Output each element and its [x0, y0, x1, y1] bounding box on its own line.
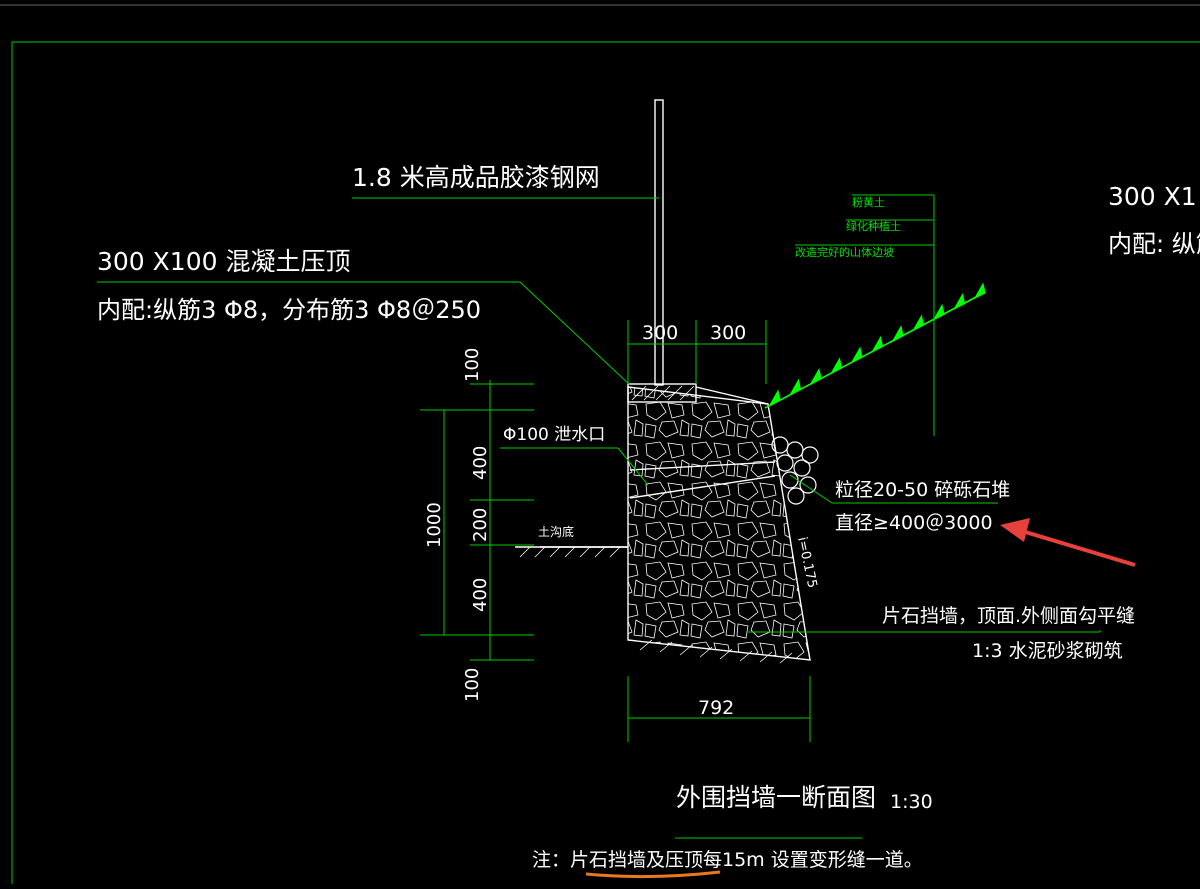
right-cut-title: 300 X1 [1108, 182, 1197, 211]
dim-bottom: 792 [698, 697, 734, 719]
leader-lines [97, 197, 1101, 839]
slope-vegetation-mark [850, 346, 863, 364]
soil-label-3: 改造完好的山体边坡 [795, 245, 894, 259]
dim-top-1: 300 [642, 322, 678, 344]
dim-left-5: 100 [462, 668, 483, 702]
fence-post [654, 99, 664, 386]
footnote: 注：片石挡墙及压顶每15m 设置变形缝一道。 [532, 849, 923, 871]
dim-left-2: 400 [470, 446, 491, 480]
slope-vegetation-mark [932, 303, 945, 321]
orange-underline-annotation [585, 870, 721, 879]
slope-vegetation-mark [809, 367, 822, 386]
gravel-line1: 粒径20-50 碎砾石堆 [835, 479, 1010, 501]
dim-left-3: 200 [470, 508, 491, 542]
dim-top-2: 300 [710, 322, 746, 344]
right-cut-rebar: 内配: 纵筋 [1108, 230, 1200, 258]
coping-rebar: 内配:纵筋3 Φ8，分布筋3 Φ8＠250 [97, 296, 481, 324]
slope-vegetation-mark [952, 293, 966, 311]
hillside-slope [764, 282, 986, 409]
slope-vegetation-mark [891, 325, 904, 343]
drawing-scale: 1:30 [890, 791, 933, 813]
drain-label: Φ100 泄水口 [503, 425, 605, 445]
fence-label: 1.8 米高成品胶漆钢网 [352, 163, 600, 192]
dim-left-4: 400 [470, 578, 491, 612]
slope-vegetation-mark [870, 335, 884, 353]
gravel-line2: 直径≥400＠3000 [835, 512, 993, 534]
soil-label-2: 绿化种植土 [846, 219, 901, 233]
slope-label: i=0.175 [794, 536, 819, 590]
slope-vegetation-mark [911, 314, 925, 332]
red-arrow-annotation [1000, 518, 1136, 567]
soil-leaders [795, 194, 935, 436]
coping-title: 300 X100 混凝土压顶 [97, 247, 350, 276]
soil-label-1: 粉黄土 [852, 195, 885, 209]
slope-vegetation-mark [829, 357, 843, 375]
drawing-title: 外围挡墙一断面图 [676, 783, 876, 812]
ditch-ground [515, 546, 628, 558]
slope-vegetation-mark [973, 282, 986, 300]
slope-vegetation-mark [788, 378, 802, 396]
dim-left-1: 100 [462, 348, 483, 382]
slope-vegetation-mark [768, 389, 781, 407]
drawing-frame [0, 4, 1200, 884]
wall-note-line1: 片石挡墙，顶面.外侧面勾平缝 [882, 605, 1135, 627]
wall-note-line2: 1:3 水泥砂浆砌筑 [972, 640, 1123, 662]
gravel-pile [771, 436, 819, 505]
dim-left-total: 1000 [424, 502, 445, 548]
retaining-wall [627, 386, 811, 664]
dimension-lines [420, 320, 811, 742]
ditch-label: 土沟底 [538, 524, 574, 539]
